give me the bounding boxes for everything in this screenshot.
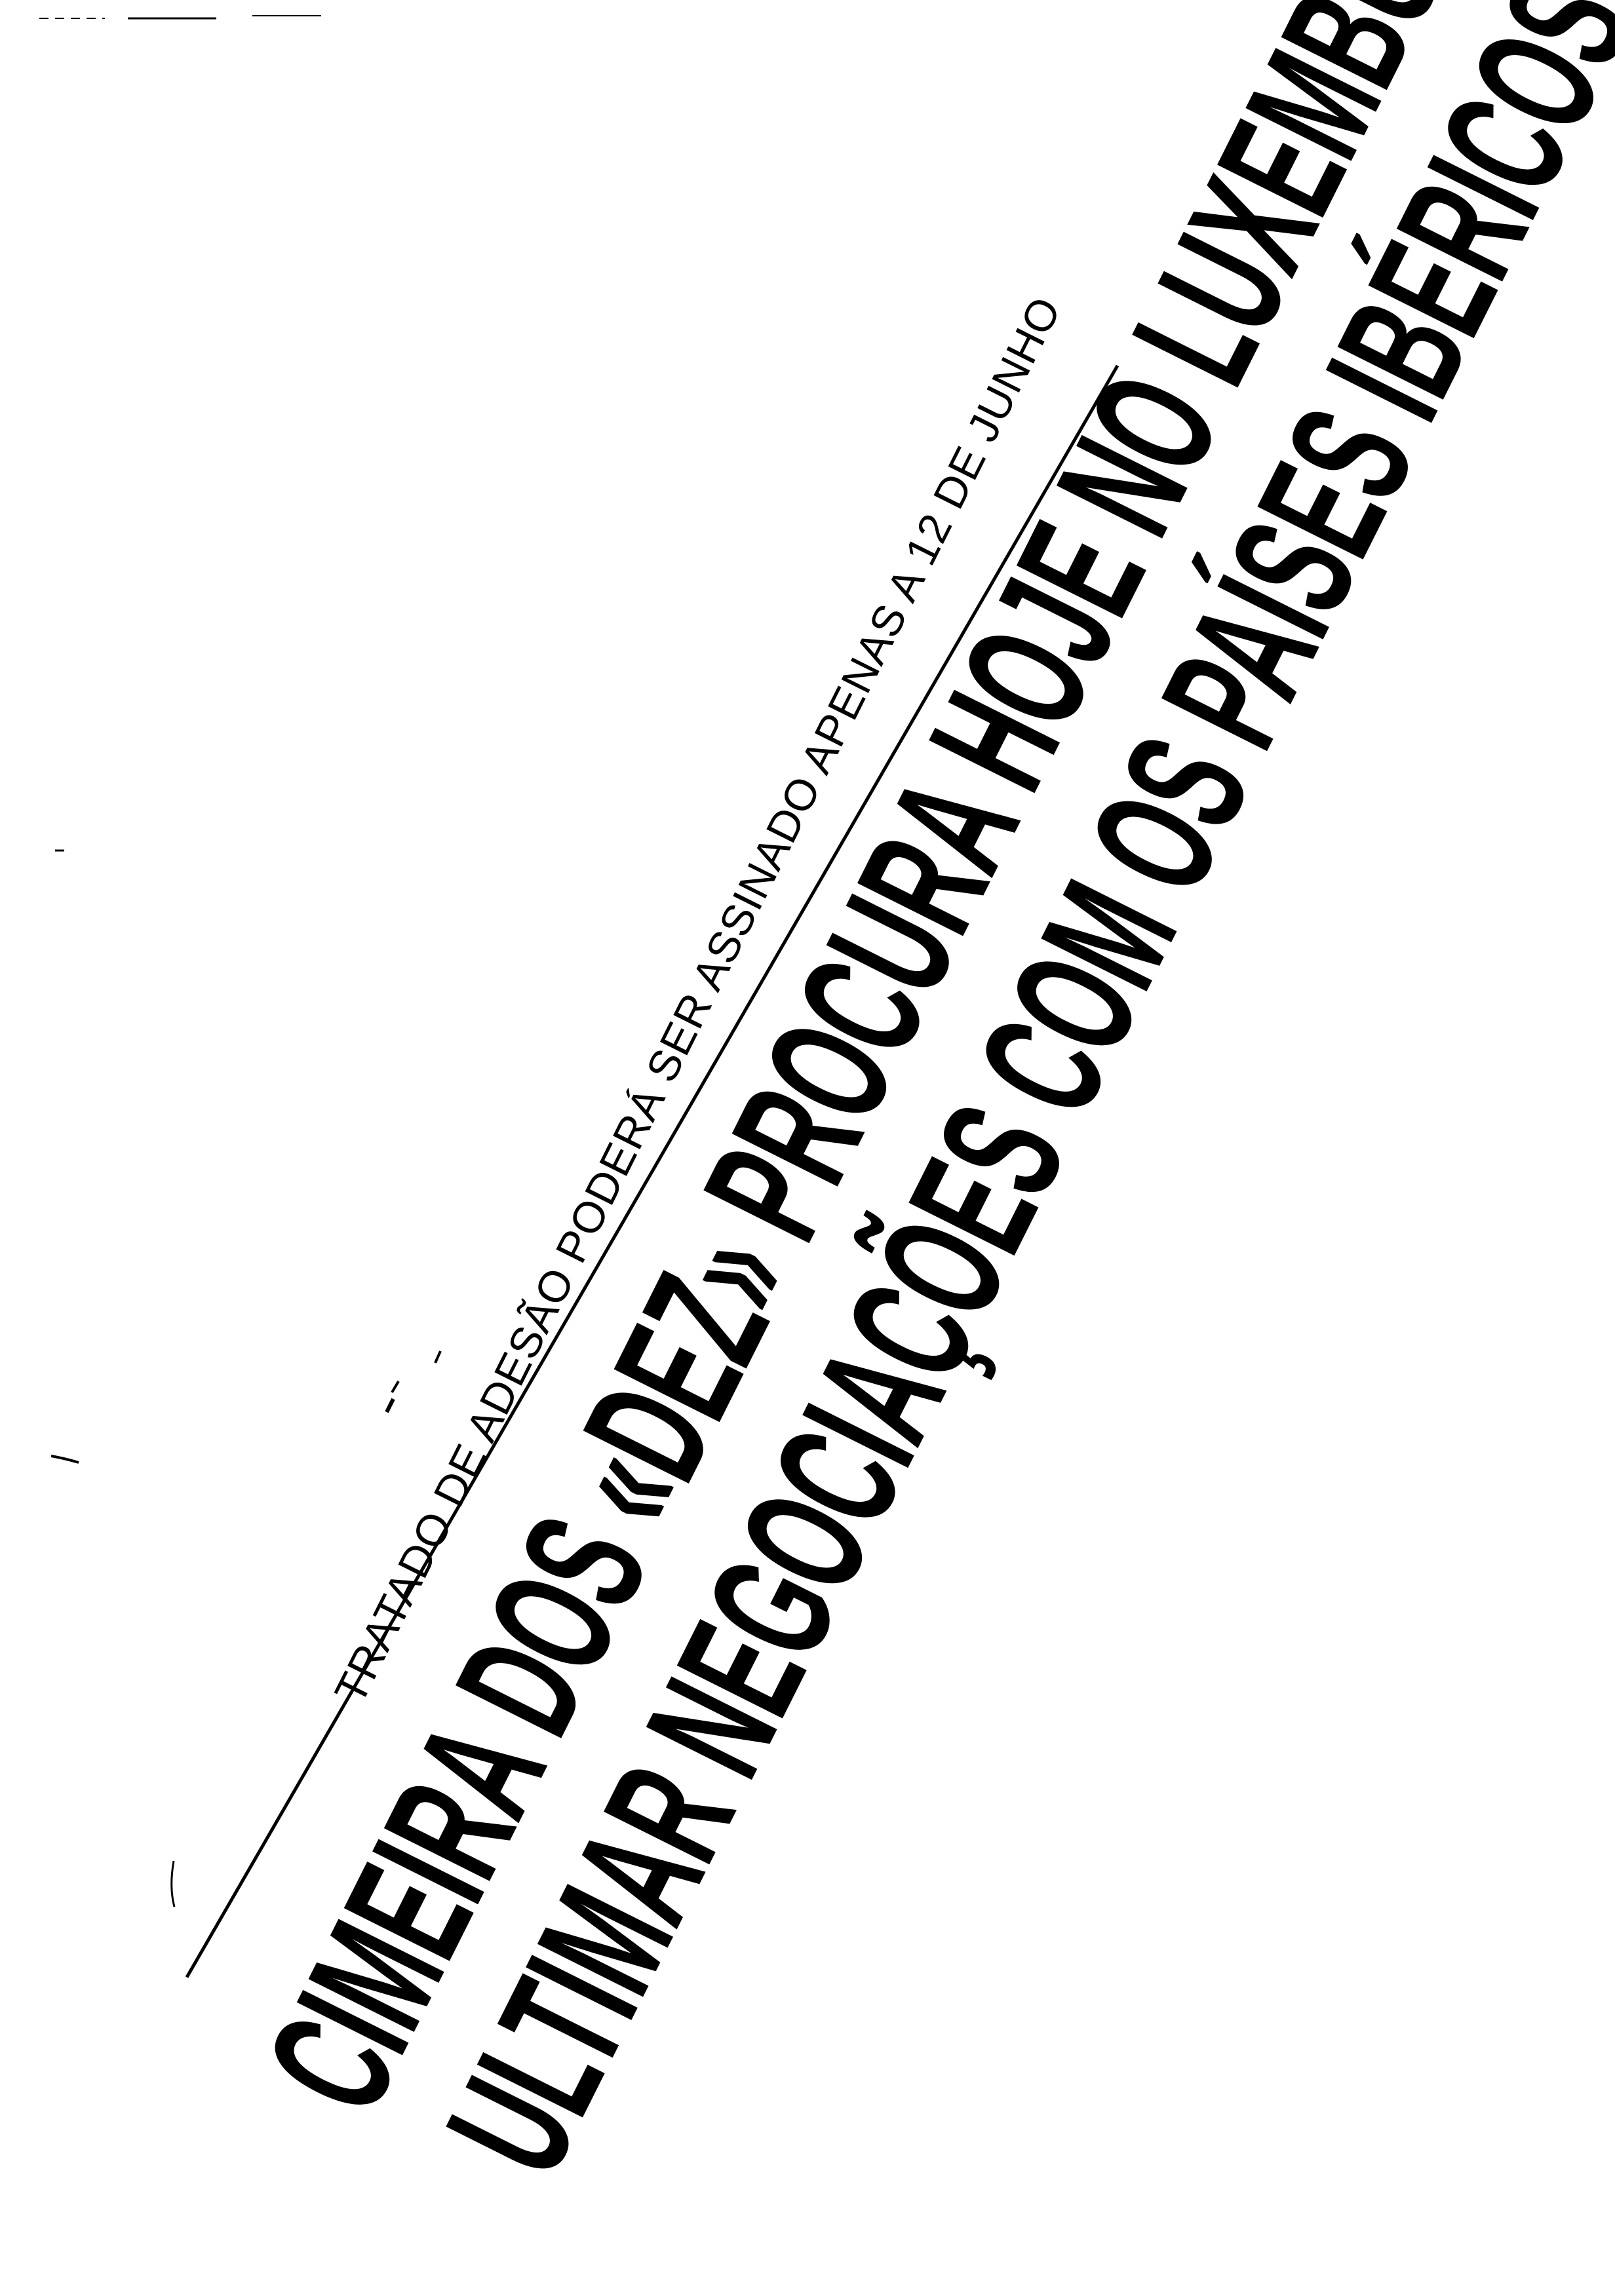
scan-mark bbox=[170, 1860, 176, 1907]
scan-mark bbox=[391, 1380, 400, 1394]
scan-mark bbox=[434, 1350, 442, 1364]
scan-mark bbox=[385, 1398, 395, 1413]
scan-mark bbox=[50, 1455, 79, 1464]
